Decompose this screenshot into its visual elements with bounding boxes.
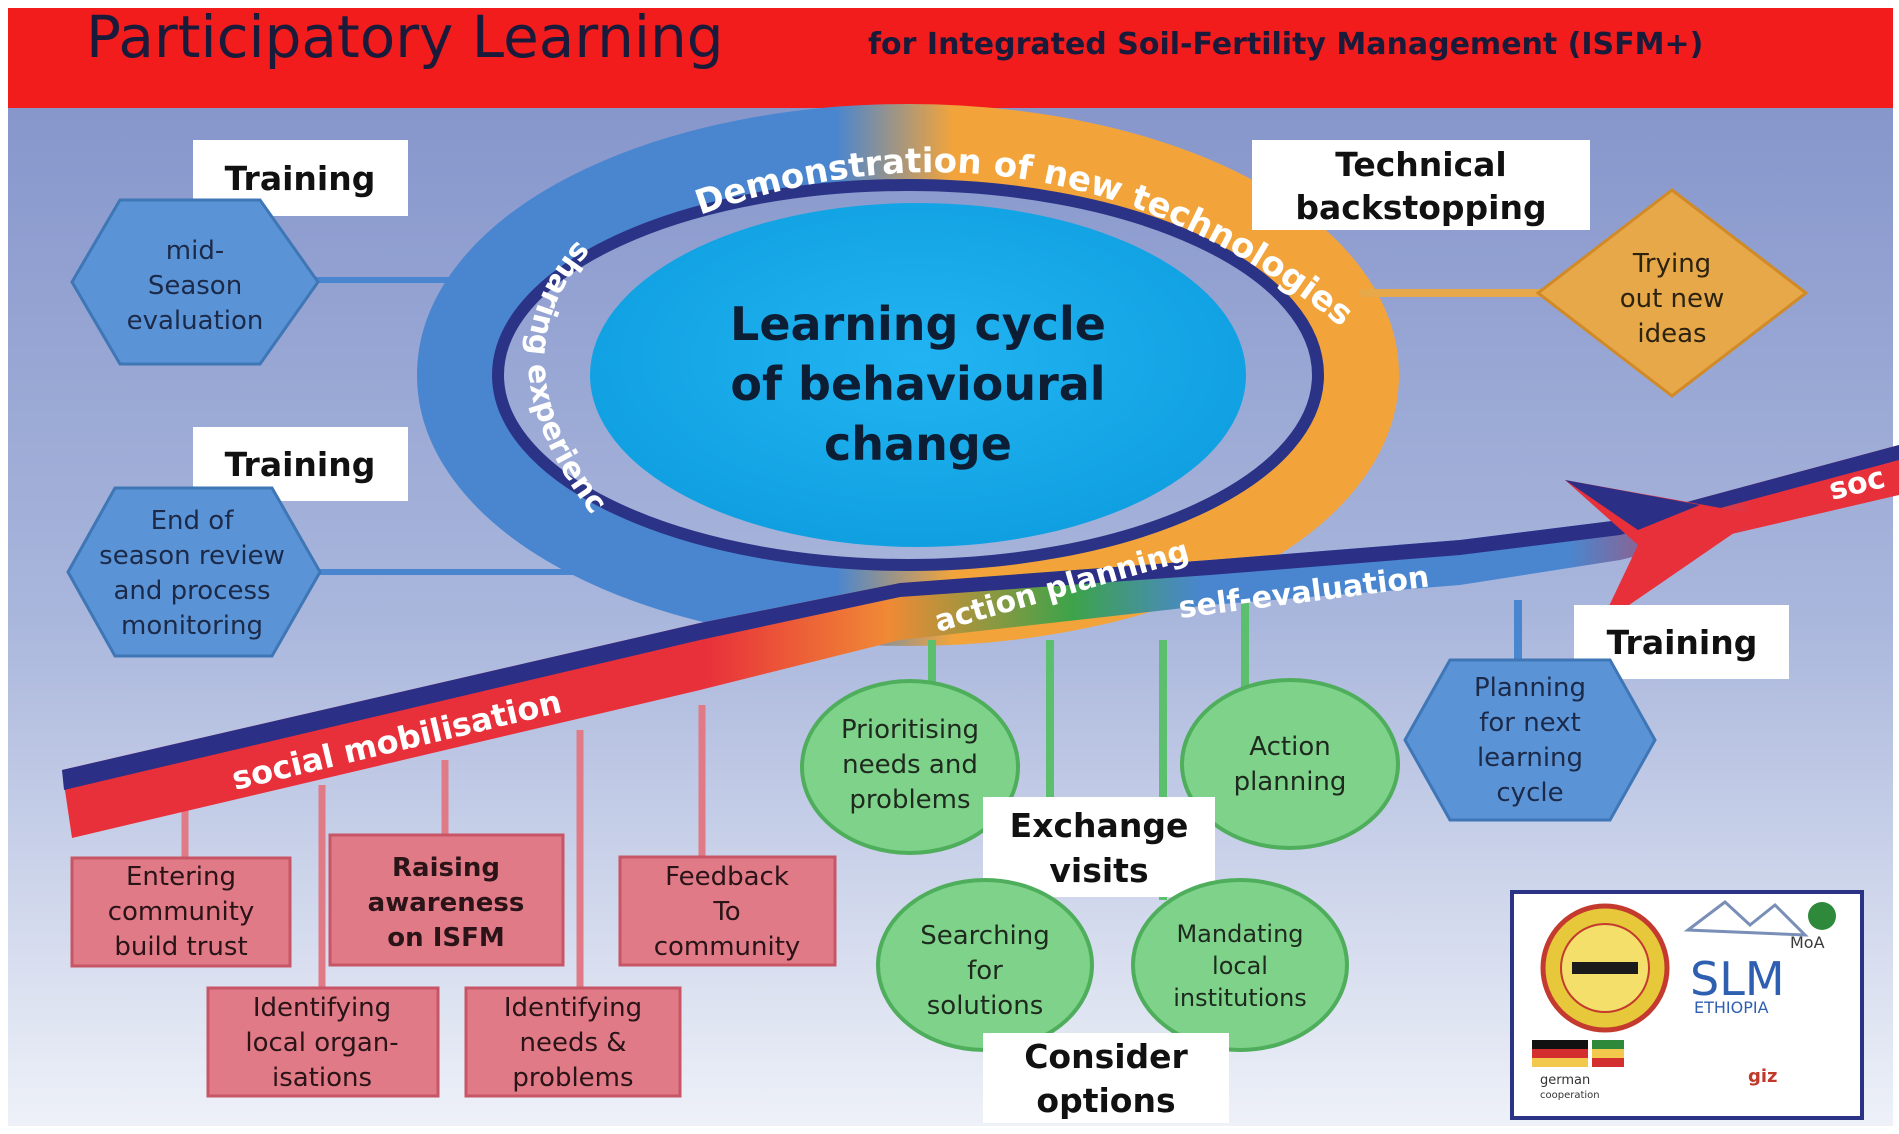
consider-label-2: options [1036,1081,1175,1120]
header-subtitle: for Integrated Soil-Fertility Management… [868,27,1703,62]
box-feedback [618,855,837,967]
mandating-text-1: Mandating [1176,920,1303,948]
feedback-text-1: Feedback [665,862,789,892]
feedback-text-3: community [654,932,801,962]
technical-label-1: Technical [1335,145,1507,184]
end-season-text-3: and process [113,576,270,606]
action-text-2: planning [1234,767,1347,797]
arrow-head-navy [1565,480,1700,530]
logo-giz: giz [1748,1066,1778,1087]
diamond-trying [1535,188,1809,398]
flag2-stripe-red [1592,1058,1624,1067]
searching-text-3: solutions [927,991,1044,1021]
center-text-3: change [824,417,1012,471]
raising-text-3: on ISFM [387,923,504,953]
end-season-text-4: monitoring [121,611,263,641]
trying-text-3: ideas [1637,319,1706,349]
ring-inner-border [492,179,1324,571]
feedback-text-2: To [712,897,740,927]
prioritising-text-2: needs and [842,750,978,780]
flag-stripe-gold [1532,1058,1588,1067]
entering-text-3: build trust [114,932,247,962]
center-text-1: Learning cycle [730,297,1106,351]
planning-text-3: learning [1477,743,1583,773]
trying-text-2: out new [1620,284,1725,314]
circle-prioritising [800,679,1020,855]
box-identifying-orgs [206,986,440,1098]
midseason-text-1: mid- [166,236,224,266]
box-identifying-needs [464,986,682,1098]
identifying-needs-text-2: needs & [519,1028,626,1058]
flag-stripe-black [1532,1040,1588,1049]
identifying-orgs-text-3: isations [272,1063,372,1093]
midseason-text-2: Season [148,271,242,301]
trying-text-1: Trying [1632,249,1711,279]
hexagon-midseason [70,198,320,366]
identifying-needs-text-1: Identifying [504,993,642,1023]
flag2-stripe-gold [1592,1049,1624,1058]
center-ellipse [590,203,1246,547]
end-season-text-1: End of [151,506,235,536]
identifying-orgs-text-2: local organ- [245,1028,398,1058]
arrow-head-red [1565,480,1760,625]
action-text-1: Action [1249,732,1330,762]
tree-icon [1808,902,1836,930]
consider-label-1: Consider [1024,1037,1188,1076]
logo-ethiopia: ETHIOPIA [1694,998,1769,1017]
logo-german: german [1540,1073,1590,1088]
exchange-visits-box [983,797,1215,897]
mountain-icon [1683,900,1809,937]
flag-stripe-red [1532,1049,1588,1058]
circle-action [1180,678,1400,850]
training-label-3: Training [1607,623,1758,662]
searching-text-2: for [967,956,1003,986]
hexagon-end-season [66,486,322,658]
prioritising-text-1: Prioritising [841,715,979,745]
mandating-text-3: institutions [1173,984,1307,1012]
logo-moa: MoA [1790,933,1825,952]
entering-text-2: community [108,897,255,927]
end-season-text-2: season review [99,541,285,571]
exchange-label-1: Exchange [1010,806,1189,845]
logo-slm: SLM [1690,952,1785,1006]
logo-cooperation: cooperation [1540,1090,1600,1101]
mandating-text-2: local [1212,952,1268,980]
flag2-stripe-green [1592,1040,1624,1049]
consider-options-box [983,1033,1229,1123]
entering-text-1: Entering [126,862,236,892]
circle-mandating [1131,878,1349,1052]
hexagon-planning [1403,658,1657,822]
box-entering [70,856,292,968]
midseason-text-3: evaluation [127,306,264,336]
planning-text-4: cycle [1496,778,1563,808]
header-title: Participatory Learning [86,3,724,71]
center-text-2: of behavioural [730,357,1105,411]
technical-label-2: backstopping [1295,188,1546,227]
ministry-seal-emblem [1572,962,1638,974]
raising-text-2: awareness [368,888,525,918]
training-label-2: Training [225,445,376,484]
header-bar [8,8,1893,108]
raising-text-1: Raising [392,853,500,883]
training-label-1: Training [225,159,376,198]
prioritising-text-3: problems [849,785,970,815]
planning-text-1: Planning [1474,673,1586,703]
technical-backstopping-box [1252,140,1590,230]
box-raising [328,833,565,967]
exchange-label-2: visits [1049,851,1148,890]
planning-text-2: for next [1479,708,1581,738]
searching-text-1: Searching [920,921,1050,951]
identifying-orgs-text-1: Identifying [253,993,391,1023]
identifying-needs-text-3: problems [512,1063,633,1093]
